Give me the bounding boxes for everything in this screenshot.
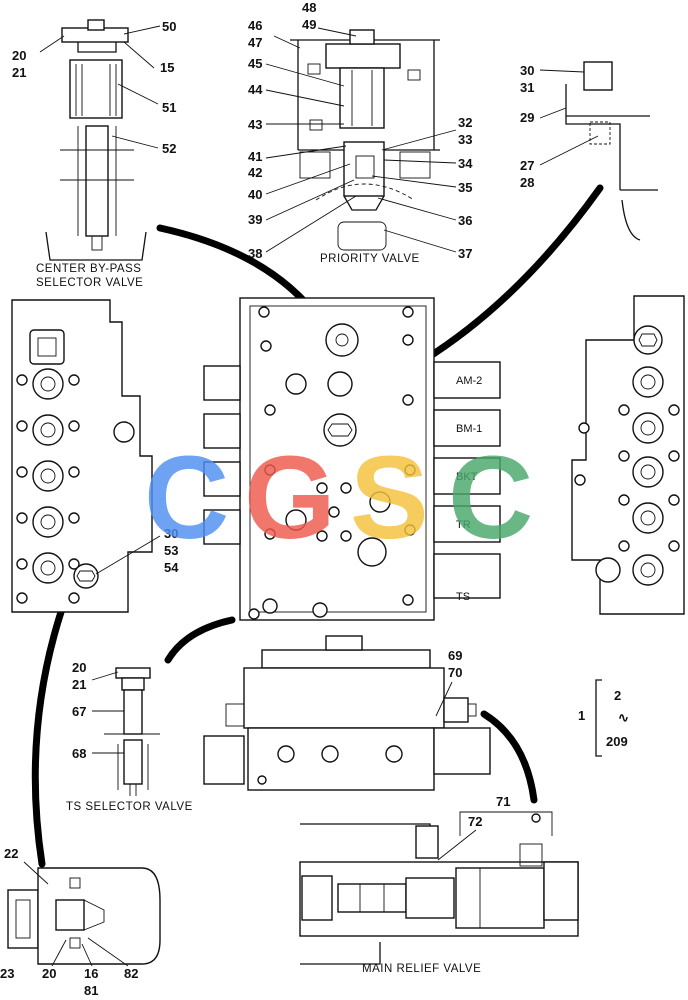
callout-42: 42 — [248, 165, 262, 180]
callout-32: 32 — [458, 115, 472, 130]
callout-53: 53 — [164, 543, 178, 558]
callout-30-left: 30 — [164, 526, 178, 541]
callout-28: 28 — [520, 175, 534, 190]
ts-selector-valve-drawing — [104, 667, 160, 796]
callout-70: 70 — [448, 665, 462, 680]
center-bypass-callouts: 20 21 50 15 51 52 CENTER BY-PASS SELECTO… — [12, 19, 176, 289]
callout-20: 20 — [12, 48, 26, 63]
callout-49: 49 — [302, 17, 316, 32]
callout-23: 23 — [0, 966, 14, 981]
callout-27: 27 — [520, 158, 534, 173]
callout-37: 37 — [458, 246, 472, 261]
spool-label-am2: AM-2 — [456, 375, 482, 387]
top-right-plug-drawing — [565, 61, 658, 241]
callout-71: 71 — [496, 794, 510, 809]
right-valve-body-drawing — [571, 295, 685, 615]
watermark-letter-s: S — [350, 432, 429, 564]
callout-34: 34 — [458, 156, 473, 171]
callout-82: 82 — [124, 966, 138, 981]
callout-43: 43 — [248, 117, 262, 132]
callout-81: 81 — [84, 983, 98, 998]
callout-41: 41 — [248, 149, 262, 164]
spool-label-bkt: BKT — [456, 471, 478, 483]
arc-mid-to-relief — [480, 710, 538, 804]
left-valve-body-drawing — [11, 299, 153, 613]
callout-72: 72 — [468, 814, 482, 829]
center-body-bolts — [248, 306, 416, 620]
right-body-spools — [595, 325, 664, 586]
callout-67: 67 — [72, 704, 86, 719]
callout-46: 46 — [248, 18, 262, 33]
main-relief-caption: MAIN RELIEF VALVE — [362, 963, 481, 975]
arc-body-to-ts — [164, 616, 236, 664]
callout-22: 22 — [4, 846, 18, 861]
callout-20-ts: 20 — [72, 660, 86, 675]
callout-30-top: 30 — [520, 63, 534, 78]
callout-31: 31 — [520, 80, 534, 95]
callout-45: 45 — [248, 56, 262, 71]
spool-label-tr: TR — [456, 519, 471, 531]
ts-selector-caption: TS SELECTOR VALVE — [66, 801, 193, 813]
callout-69: 69 — [448, 648, 462, 663]
callout-20-bl: 20 — [42, 966, 56, 981]
callout-47: 47 — [248, 35, 262, 50]
callout-21: 21 — [12, 65, 26, 80]
arc-plug-to-body — [420, 184, 604, 364]
callout-40: 40 — [248, 187, 262, 202]
watermark-logo: C G S C — [144, 432, 533, 564]
priority-valve-callouts: 48 49 46 47 45 44 43 41 42 40 39 38 32 3… — [248, 0, 473, 265]
spool-label-bm1: BM-1 — [456, 423, 482, 435]
center-bypass-caption-line1: CENTER BY-PASS — [36, 263, 141, 275]
center-valve-body-drawing: AM-2 BM-1 BKT TR TS — [203, 297, 501, 621]
center-body-side-ports — [203, 361, 501, 599]
priority-valve-drawing — [290, 29, 440, 251]
callout-36: 36 — [458, 213, 472, 228]
center-bypass-caption-line2: SELECTOR VALVE — [36, 277, 143, 289]
main-relief-callouts: 71 72 MAIN RELIEF VALVE — [362, 794, 553, 975]
watermark-letter-c2: C — [448, 432, 533, 564]
left-body-callouts: 30 53 54 — [95, 526, 179, 575]
callout-52: 52 — [162, 141, 176, 156]
top-right-callouts: 30 31 29 27 28 — [520, 63, 599, 190]
callout-48: 48 — [302, 0, 316, 15]
callout-21-ts: 21 — [72, 677, 86, 692]
callout-68: 68 — [72, 746, 86, 761]
callout-54: 54 — [164, 560, 179, 575]
center-body-bosses — [262, 323, 391, 618]
callout-15: 15 — [160, 60, 174, 75]
assembly-ref-number: 1 — [578, 708, 585, 723]
bottom-left-detail-drawing — [7, 867, 161, 965]
callout-29: 29 — [520, 110, 534, 125]
callout-39: 39 — [248, 212, 262, 227]
callout-33: 33 — [458, 132, 472, 147]
bottom-left-callouts: 22 23 20 16 81 82 — [0, 846, 138, 998]
priority-valve-caption: PRIORITY VALVE — [320, 253, 420, 265]
ts-selector-callouts: 20 21 67 68 TS SELECTOR VALVE — [66, 660, 193, 813]
callout-16: 16 — [84, 966, 98, 981]
callout-51: 51 — [162, 100, 176, 115]
watermark-letter-g: G — [244, 432, 336, 564]
watermark-letter-c1: C — [144, 432, 229, 564]
left-body-spools — [32, 368, 135, 584]
left-body-bolts — [16, 374, 80, 604]
assembly-range-separator: ∿ — [618, 710, 629, 725]
spool-label-ts: TS — [456, 591, 470, 603]
assembly-range-bracket: 1 2 ∿ 209 — [578, 679, 629, 757]
center-bypass-selector-valve-drawing — [45, 19, 147, 261]
callout-44: 44 — [248, 82, 263, 97]
bottom-middle-valve-drawing — [203, 635, 491, 791]
assembly-range-from: 2 — [614, 688, 621, 703]
assembly-range-to: 209 — [606, 734, 628, 749]
right-body-bolts — [574, 404, 680, 552]
callout-50: 50 — [162, 19, 176, 34]
arc-left-to-detail — [31, 582, 74, 868]
bottom-middle-callouts: 69 70 — [435, 648, 462, 717]
callout-35: 35 — [458, 180, 472, 195]
main-relief-valve-drawing — [299, 813, 579, 965]
